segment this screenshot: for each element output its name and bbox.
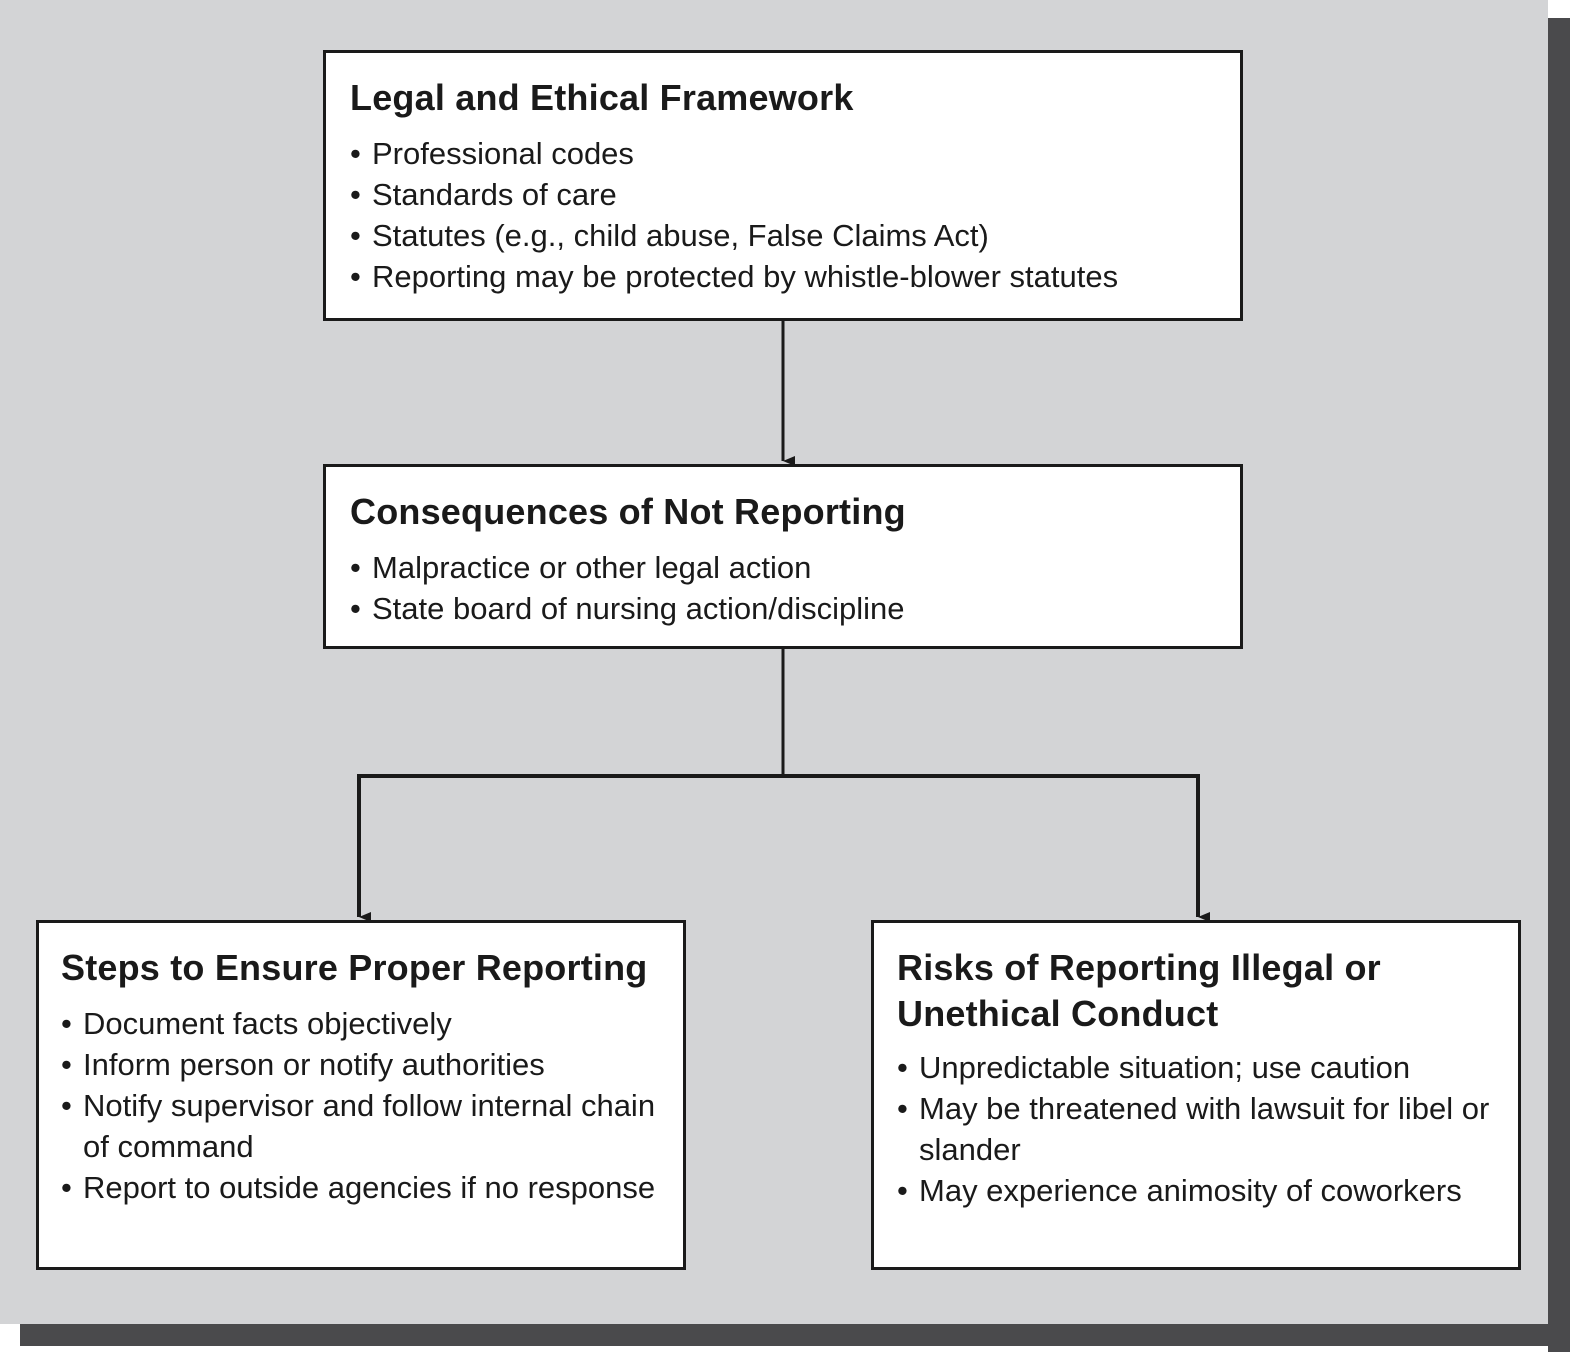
box-title: Steps to Ensure Proper Reporting	[61, 947, 648, 988]
list-item: May experience animosity of coworkers	[897, 1170, 1508, 1211]
bullet-list: Unpredictable situation; use caution May…	[897, 1047, 1508, 1211]
panel-shadow-bottom	[20, 1324, 1570, 1346]
list-item: State board of nursing action/discipline	[350, 588, 1220, 629]
box-risks-of-reporting: Risks of Reporting Illegal or Unethical …	[871, 920, 1521, 1270]
list-item: May be threatened with lawsuit for libel…	[897, 1088, 1508, 1170]
box-title: Risks of Reporting Illegal or Unethical …	[897, 947, 1381, 1034]
list-item: Notify supervisor and follow internal ch…	[61, 1085, 673, 1167]
bullet-list: Document facts objectively Inform person…	[61, 1003, 673, 1208]
panel-shadow-right	[1548, 18, 1570, 1352]
box-consequences-not-reporting: Consequences of Not Reporting Malpractic…	[323, 464, 1243, 649]
list-item: Document facts objectively	[61, 1003, 673, 1044]
list-item: Statutes (e.g., child abuse, False Claim…	[350, 215, 1220, 256]
box-title: Legal and Ethical Framework	[350, 77, 854, 118]
list-item: Professional codes	[350, 133, 1220, 174]
list-item: Unpredictable situation; use caution	[897, 1047, 1508, 1088]
box-steps-proper-reporting: Steps to Ensure Proper Reporting Documen…	[36, 920, 686, 1270]
list-item: Report to outside agencies if no respons…	[61, 1167, 673, 1208]
list-item: Standards of care	[350, 174, 1220, 215]
list-item: Inform person or notify authorities	[61, 1044, 673, 1085]
bullet-list: Professional codes Standards of care Sta…	[350, 133, 1220, 297]
bullet-list: Malpractice or other legal action State …	[350, 547, 1220, 629]
box-legal-ethical-framework: Legal and Ethical Framework Professional…	[323, 50, 1243, 321]
list-item: Malpractice or other legal action	[350, 547, 1220, 588]
list-item: Reporting may be protected by whistle-bl…	[350, 256, 1220, 297]
box-title: Consequences of Not Reporting	[350, 491, 906, 532]
